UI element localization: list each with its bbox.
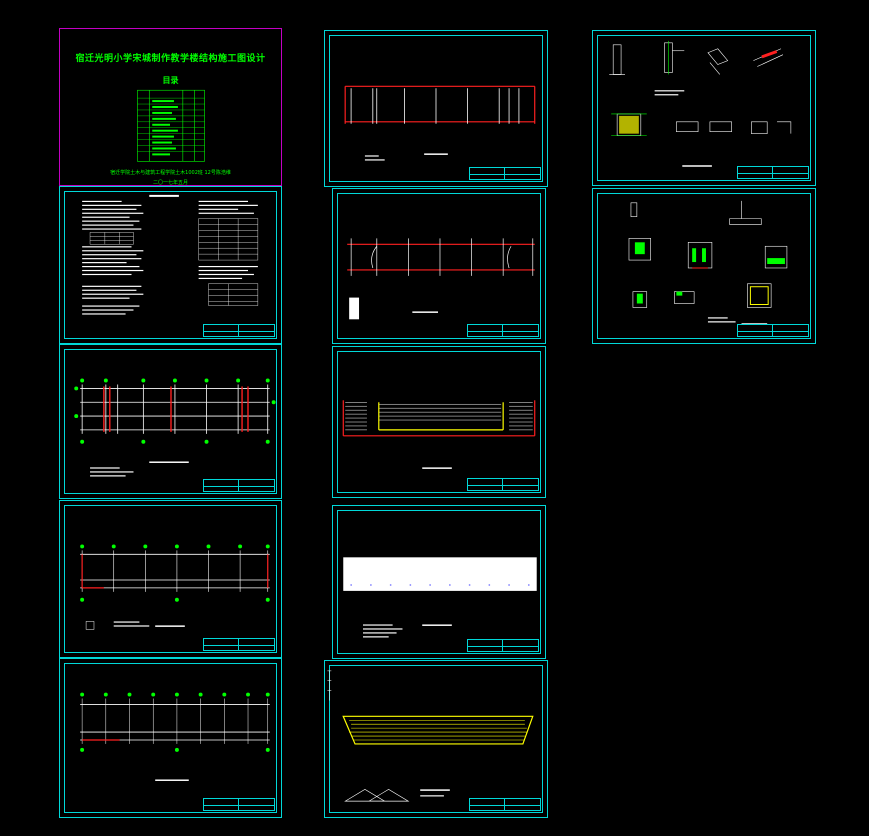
- section-sheet[interactable]: [332, 346, 546, 498]
- floor-plan-drawing: [80, 544, 270, 630]
- section-drawing: [342, 400, 536, 469]
- roof-plan-sheet[interactable]: [59, 658, 282, 818]
- detail-sheet-2[interactable]: [592, 188, 816, 344]
- cover-title: 宿迁光明小学宋城制作教学楼结构施工图设计: [75, 54, 266, 64]
- contents-table: [137, 89, 205, 162]
- elevation-sheet-1[interactable]: [324, 30, 548, 187]
- cover-unit: 宿迁学院土木与建筑工程学院土木1002班 12号陈浩维: [110, 170, 231, 176]
- cover-subtitle: 目录: [162, 76, 179, 85]
- detail-sheet-1[interactable]: [592, 30, 816, 186]
- design-notes-sheet[interactable]: [59, 186, 282, 344]
- design-notes-text: [82, 194, 259, 315]
- foundation-plan-sheet[interactable]: [59, 344, 282, 499]
- detail-drawing-2: [628, 200, 788, 325]
- roof-truss-drawing: [327, 670, 534, 802]
- elevation-drawing-2: [347, 238, 535, 320]
- cover-sheet[interactable]: 宿迁光明小学宋城制作教学楼结构施工图设计 目录 宿迁学院土木与建筑工程学院土木1…: [59, 28, 282, 186]
- elevation-sheet-2[interactable]: [332, 188, 546, 344]
- detail-drawing-1: [609, 40, 792, 167]
- foundation-plan-drawing: [74, 378, 276, 477]
- roof-truss-sheet[interactable]: [324, 660, 548, 818]
- cover-date: 二〇一七年五月: [152, 180, 188, 186]
- elevation-drawing-1: [344, 85, 536, 161]
- floor-plan-sheet[interactable]: [59, 500, 282, 658]
- slab-sheet[interactable]: [332, 505, 546, 659]
- slab-drawing: [343, 557, 537, 638]
- roof-plan-drawing: [80, 692, 270, 781]
